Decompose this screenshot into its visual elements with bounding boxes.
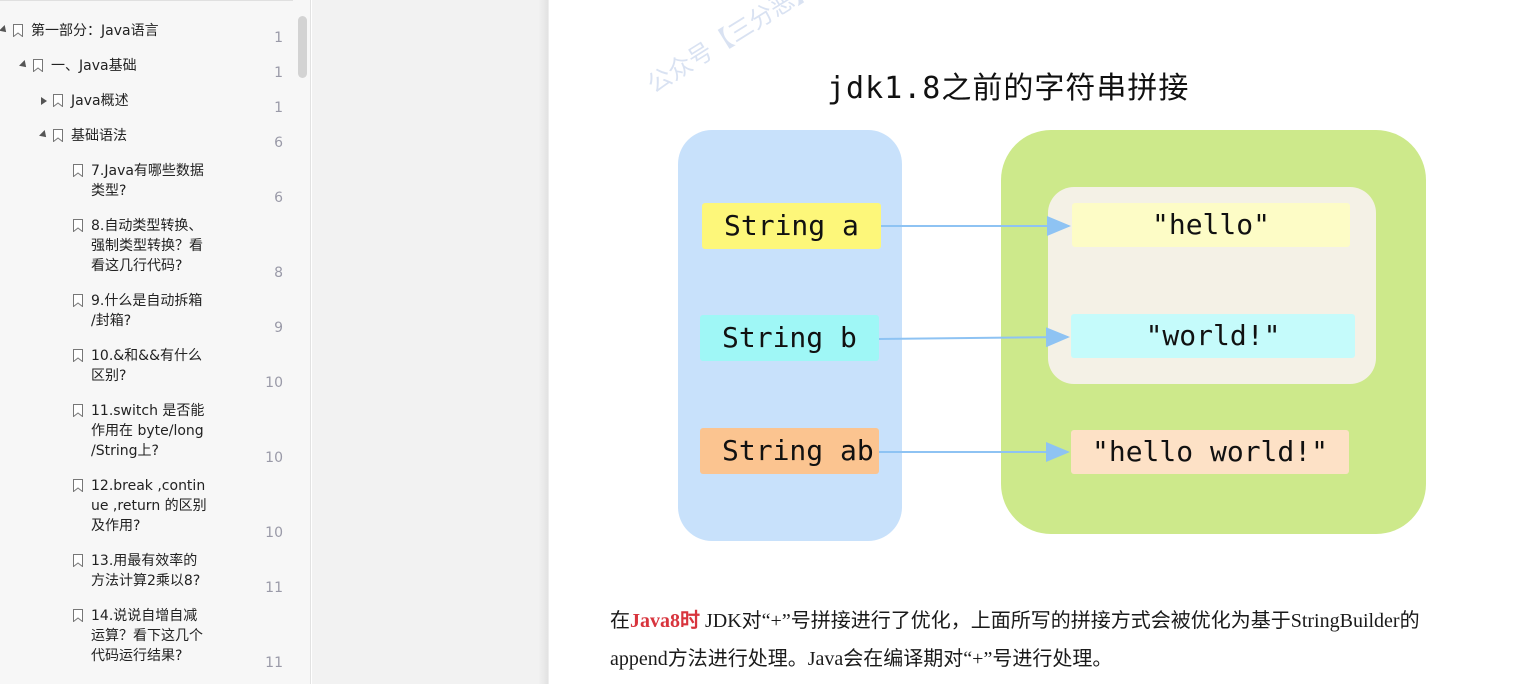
variable-b: String b: [700, 315, 879, 361]
outline-item-q14[interactable]: 14.说说自增自减 运算？看下这几个 代码运行结果? 11: [0, 606, 296, 671]
outline-item-label: 8.自动类型转换、 强制类型转换？看 看这几行代码?: [91, 218, 203, 274]
value-hello: "hello": [1072, 203, 1350, 247]
outline-item-q11[interactable]: 11.switch 是否能 作用在 byte/long /String上? 10: [0, 401, 296, 466]
outline-item-q12[interactable]: 12.break ,contin ue ,return 的区别 及作用? 10: [0, 476, 296, 541]
outline-item-label: 13.用最有效率的 方法计算2乘以8?: [91, 553, 201, 589]
outline-page-number: 1: [274, 65, 283, 81]
expand-triangle-icon[interactable]: [41, 97, 47, 105]
highlight-java8: Java8时: [630, 610, 700, 632]
outline-item-basic-syntax[interactable]: 基础语法 6: [0, 126, 296, 151]
body-paragraph-line-2: append方法进行处理。Java会在编译期对“+”号进行处理。: [610, 648, 1113, 670]
bookmark-icon: [73, 554, 83, 567]
arrow-b-to-world: [878, 327, 1070, 348]
para-rest: JDK对“+”号拼接进行了优化，上面所写的拼接方式会被优化为基于StringBu…: [700, 610, 1420, 632]
bookmark-sidebar: 第一部分：Java语言 1 一、Java基础 1 Java概述 1 基础语法 6…: [0, 0, 311, 684]
page-shadow: [538, 0, 550, 684]
bookmark-icon: [73, 479, 83, 492]
outline-page-number: 11: [265, 580, 283, 596]
outline-page-number: 8: [274, 265, 283, 281]
outline-item-label: 7.Java有哪些数据 类型?: [91, 163, 204, 199]
sidebar-scrollbar-thumb[interactable]: [298, 16, 307, 78]
outline-item-q9[interactable]: 9.什么是自动拆箱 /封箱? 9: [0, 291, 296, 336]
outline-item-java-overview[interactable]: Java概述 1: [0, 91, 296, 116]
bookmark-icon: [53, 129, 63, 142]
outline-page-number: 9: [274, 320, 283, 336]
collapse-triangle-icon[interactable]: [39, 130, 49, 140]
outline-item-label: 10.&和&&有什么 区别?: [91, 348, 203, 384]
viewer-gutter: [312, 0, 548, 684]
outline-page-number: 6: [274, 135, 283, 151]
outline-item-label: 一、Java基础: [51, 58, 137, 74]
outline-item-label: 12.break ,contin ue ,return 的区别 及作用?: [91, 478, 207, 534]
collapse-triangle-icon[interactable]: [19, 60, 29, 70]
reference-arrows: [878, 216, 1071, 462]
bookmark-icon: [73, 219, 83, 232]
outline-item-label: 14.说说自增自减 运算？看下这几个 代码运行结果?: [91, 608, 203, 664]
body-paragraph-line-1: 在Java8时 JDK对“+”号拼接进行了优化，上面所写的拼接方式会被优化为基于…: [610, 604, 1420, 633]
outline-item-q7[interactable]: 7.Java有哪些数据 类型? 6: [0, 161, 296, 206]
outline-page-number: 10: [265, 375, 283, 391]
variable-ab: String ab: [700, 428, 879, 474]
outline-page-number: 11: [265, 655, 283, 671]
value-world: "world!": [1071, 314, 1355, 358]
outline-item-q10[interactable]: 10.&和&&有什么 区别? 10: [0, 346, 296, 391]
para-prefix: 在: [610, 610, 630, 632]
outline-item-q13[interactable]: 13.用最有效率的 方法计算2乘以8? 11: [0, 551, 296, 596]
variable-a: String a: [702, 203, 881, 249]
document-page: jdk1.8之前的字符串拼接 公众号【三分恶】 String a String …: [549, 0, 1535, 684]
figure-title: jdk1.8之前的字符串拼接: [827, 71, 1190, 106]
outline-page-number: 6: [274, 190, 283, 206]
bookmark-icon: [13, 24, 23, 37]
outline-page-number: 1: [274, 30, 283, 46]
outline-page-number: 10: [265, 525, 283, 541]
outline-item-part1[interactable]: 第一部分：Java语言 1: [0, 21, 296, 46]
outline-page-number: 10: [265, 450, 283, 466]
sidebar-divider: [0, 0, 293, 1]
bookmark-icon: [73, 349, 83, 362]
bookmark-icon: [73, 609, 83, 622]
outline-item-label: 基础语法: [71, 128, 127, 144]
outline-item-label: 9.什么是自动拆箱 /封箱?: [91, 293, 203, 329]
outline-item-java-basics[interactable]: 一、Java基础 1: [0, 56, 296, 81]
outline-item-label: 11.switch 是否能 作用在 byte/long /String上?: [91, 403, 205, 459]
outline-item-label: 第一部分：Java语言: [31, 23, 159, 39]
collapse-triangle-icon[interactable]: [0, 25, 9, 35]
outline-item-label: Java概述: [71, 93, 129, 109]
outline-item-q8[interactable]: 8.自动类型转换、 强制类型转换？看 看这几行代码? 8: [0, 216, 296, 281]
bookmark-icon: [33, 59, 43, 72]
bookmark-icon: [73, 164, 83, 177]
bookmark-icon: [73, 294, 83, 307]
bookmark-icon: [53, 94, 63, 107]
value-hello-world: "hello world!": [1071, 430, 1349, 474]
bookmark-icon: [73, 404, 83, 417]
outline-page-number: 1: [274, 100, 283, 116]
